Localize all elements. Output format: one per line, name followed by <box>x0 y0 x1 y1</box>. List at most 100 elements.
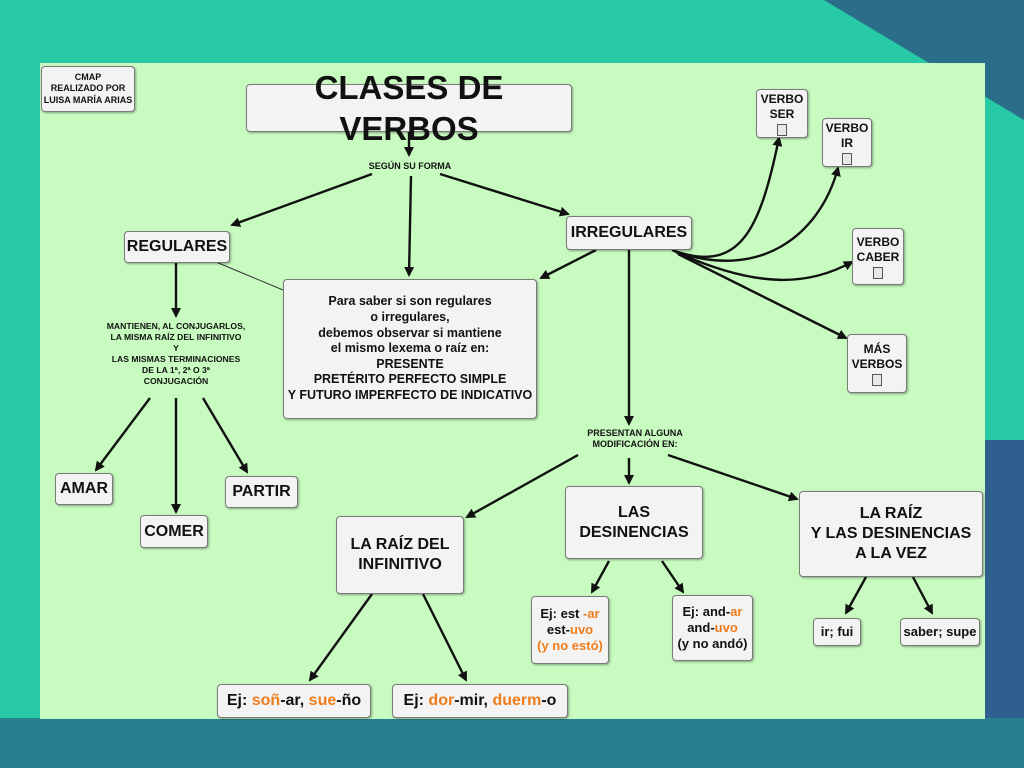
example-desinencias-1: Ej: est -ar est-uvo (y no estó) <box>531 596 609 664</box>
ex-raiz-2-c: -mir, <box>454 692 493 709</box>
reg-link-line-4: LAS MISMAS TERMINACIONES <box>111 354 241 364</box>
ex-des-2-line-2: and-uvo <box>687 620 738 636</box>
arrow-to-center <box>404 175 415 277</box>
raiz-line-2: INFINITIVO <box>358 556 442 573</box>
raiz-des-line-1: LA RAÍZ <box>859 505 923 522</box>
comer-node: COMER <box>140 515 208 548</box>
ex-des-2-l2b: uvo <box>714 619 738 635</box>
credit-box: CMAP REALIZADO POR LUISA MARÍA ARIAS <box>41 66 135 112</box>
reg-link-line-1: MANTIENEN, AL CONJUGARLOS, <box>106 321 246 331</box>
verbo-ir-line-1: VERBO <box>825 120 869 135</box>
ex-des-1-line-3: (y no estó) <box>537 638 603 654</box>
credit-line-2: REALIZADO POR <box>50 83 126 94</box>
ex-des-1-line-1: Ej: est -ar <box>540 606 599 622</box>
amar-node: AMAR <box>55 473 113 505</box>
irregulares-node: IRREGULARES <box>566 216 692 250</box>
credit-line-1: CMAP <box>74 72 102 83</box>
reg-link-line-6: CONJUGACIÓN <box>143 376 209 386</box>
ex-des-2-line-1: Ej: and-ar <box>683 604 743 620</box>
ex-des-2-l1b: ar <box>730 603 743 619</box>
arrow-to-ex-both-1 <box>844 576 868 615</box>
verbo-ir-node: VERBO IR <box>822 118 872 167</box>
raiz-line-1: LA RAÍZ DEL <box>350 536 450 553</box>
title-node: CLASES DE VERBOS <box>246 69 572 147</box>
ex-raiz-1-d: sue <box>308 692 337 709</box>
ex-raiz-1-a: Ej: <box>226 692 252 709</box>
ex-raiz-1-c: -ar, <box>280 692 309 709</box>
raiz-desinencias-node: LA RAÍZ Y LAS DESINENCIAS A LA VEZ <box>799 491 983 577</box>
arrow-to-mas-verbos <box>677 252 848 340</box>
center-line-7: Y FUTURO IMPERFECTO DE INDICATIVO <box>287 388 533 403</box>
verbo-caber-line-1: VERBO <box>856 234 900 249</box>
arrow-to-verbo-caber <box>675 250 854 282</box>
desinencias-line-2: DESINENCIAS <box>579 523 689 541</box>
ex-des-2-l2a: and- <box>687 619 715 635</box>
desinencias-line-1: LAS <box>618 503 650 521</box>
ex-raiz-1-b: soñ <box>251 692 281 709</box>
raiz-infinitivo-node: LA RAÍZ DEL INFINITIVO <box>336 516 464 594</box>
verbo-ser-line-2: SER <box>769 106 795 121</box>
irregulares-link-text: PRESENTAN ALGUNA MODIFICACIÓN EN: <box>575 428 695 451</box>
mas-verbos-line-2: VERBOS <box>851 356 903 371</box>
link-segun-forma: SEGÚN SU FORMA <box>368 161 452 171</box>
ex-des-1-l1b: -ar <box>583 605 600 621</box>
example-desinencias-2: Ej: and-ar and-uvo (y no andó) <box>672 595 753 661</box>
arrow-to-verbo-ir <box>673 166 841 262</box>
center-explanation-box: Para saber si son regulares o irregulare… <box>283 279 537 419</box>
arrow-irregulares-to-center <box>539 248 597 280</box>
arrow-to-verbo-ser <box>671 136 783 258</box>
arrow-to-raiz <box>465 453 579 519</box>
document-icon[interactable] <box>777 123 787 136</box>
regulares-node: REGULARES <box>124 231 230 263</box>
ex-raiz-2-a: Ej: <box>403 692 429 709</box>
arrow-to-ex-des-2 <box>661 560 685 594</box>
arrow-to-ex-raiz-1 <box>308 593 373 682</box>
mas-verbos-line-1: MÁS <box>863 341 891 356</box>
document-icon[interactable] <box>872 373 882 386</box>
verbo-caber-node: VERBO CABER <box>852 228 904 285</box>
center-line-4: el mismo lexema o raíz en: <box>330 341 490 356</box>
line-regulares-to-center <box>215 261 284 291</box>
arrow-to-ex-both-2 <box>911 576 934 615</box>
center-line-5: PRESENTE <box>376 356 444 371</box>
ex-des-1-l2a: est- <box>546 621 570 637</box>
document-icon[interactable] <box>873 266 883 279</box>
irreg-link-line-1: PRESENTAN ALGUNA <box>587 428 683 438</box>
verbo-caber-line-2: CABER <box>856 249 900 264</box>
arrow-to-amar <box>94 397 151 472</box>
example-both-1: ir; fui <box>813 618 861 646</box>
center-line-1: Para saber si son regulares <box>328 294 492 309</box>
arrow-to-irregulares <box>439 172 570 217</box>
reg-link-line-3: Y <box>173 343 179 353</box>
partir-node: PARTIR <box>225 476 298 508</box>
ex-des-1-l1a: Ej: est <box>540 605 583 621</box>
ex-des-1-l2b: uvo <box>570 621 594 637</box>
arrow-to-partir <box>201 397 249 474</box>
reg-link-line-2: LA MISMA RAÍZ DEL INFINITIVO <box>110 332 242 342</box>
desinencias-node: LAS DESINENCIAS <box>565 486 703 559</box>
background-band <box>0 718 1024 768</box>
arrow-to-raiz-desinencias <box>667 453 799 502</box>
verbo-ser-line-1: VERBO <box>760 91 804 106</box>
verbo-ir-line-2: IR <box>841 135 853 150</box>
arrow-to-ex-des-1 <box>590 560 611 594</box>
raiz-des-line-2: Y LAS DESINENCIAS <box>810 525 972 542</box>
verbo-ser-node: VERBO SER <box>756 89 808 138</box>
document-icon[interactable] <box>842 152 852 165</box>
ex-raiz-2-d: duerm <box>492 692 542 709</box>
arrow-to-regulares <box>230 172 373 227</box>
ex-raiz-1-e: -ño <box>336 692 362 709</box>
reg-link-line-5: DE LA 1ª, 2ª O 3ª <box>142 365 210 375</box>
example-both-2: saber; supe <box>900 618 980 646</box>
center-line-3: debemos observar si mantiene <box>318 325 502 340</box>
center-line-2: o irregulares, <box>370 309 450 324</box>
example-raiz-2: Ej: dor -mir, duerm -o <box>392 684 568 718</box>
ex-des-1-line-2: est-uvo <box>547 622 593 638</box>
ex-raiz-2-e: -o <box>541 692 557 709</box>
regulares-link-text: MANTIENEN, AL CONJUGARLOS, LA MISMA RAÍZ… <box>100 321 252 387</box>
ex-des-2-l1a: Ej: and- <box>682 603 731 619</box>
center-line-6: PRETÉRITO PERFECTO SIMPLE <box>313 372 507 387</box>
irreg-link-line-2: MODIFICACIÓN EN: <box>592 439 678 450</box>
raiz-des-line-3: A LA VEZ <box>855 545 927 562</box>
